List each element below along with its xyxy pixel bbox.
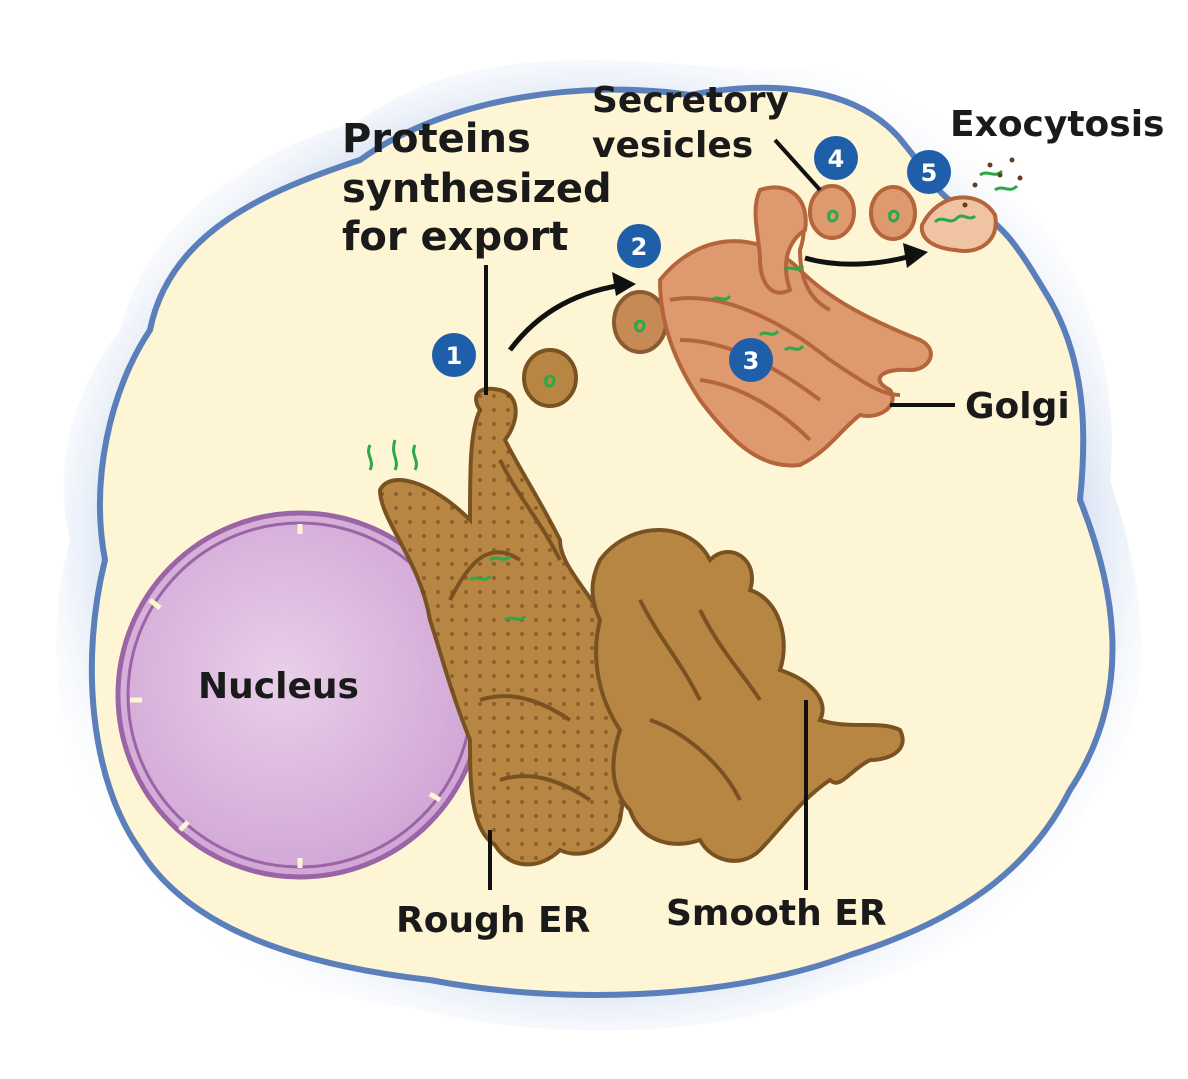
svg-text:Secretory: Secretory — [592, 80, 789, 121]
svg-text:4: 4 — [828, 145, 845, 173]
step-badge-3: 3 — [729, 338, 773, 382]
smooth-er — [590, 528, 905, 863]
svg-text:1: 1 — [446, 342, 463, 370]
svg-text:vesicles: vesicles — [592, 125, 753, 166]
transport-vesicles — [522, 290, 668, 408]
exocytosis-pocket — [919, 157, 1023, 253]
secretory-vesicles — [808, 184, 917, 241]
step-badge-4: 4 — [814, 136, 858, 180]
svg-text:2: 2 — [631, 233, 648, 261]
step-badge-1: 1 — [432, 333, 476, 377]
svg-text:synthesized: synthesized — [342, 166, 612, 212]
leader-lines — [484, 138, 955, 890]
svg-text:for export: for export — [342, 214, 568, 260]
label-rough-er: Rough ER — [396, 900, 590, 941]
label-secretory-vesicles: Secretory vesicles — [592, 80, 789, 166]
step-badge-2: 2 — [617, 224, 661, 268]
label-golgi: Golgi — [965, 386, 1070, 427]
svg-text:5: 5 — [921, 159, 938, 187]
pathway-arrows — [508, 243, 928, 352]
label-exocytosis: Exocytosis — [950, 104, 1165, 145]
rough-er — [367, 386, 630, 867]
label-smooth-er: Smooth ER — [666, 893, 887, 934]
nucleus — [115, 510, 485, 880]
svg-text:Proteins: Proteins — [342, 116, 531, 162]
svg-text:3: 3 — [743, 347, 760, 375]
golgi-apparatus — [657, 185, 933, 468]
step-badge-5: 5 — [907, 150, 951, 194]
label-nucleus: Nucleus — [198, 666, 359, 707]
label-proteins-synthesized: Proteins synthesized for export — [342, 116, 612, 260]
